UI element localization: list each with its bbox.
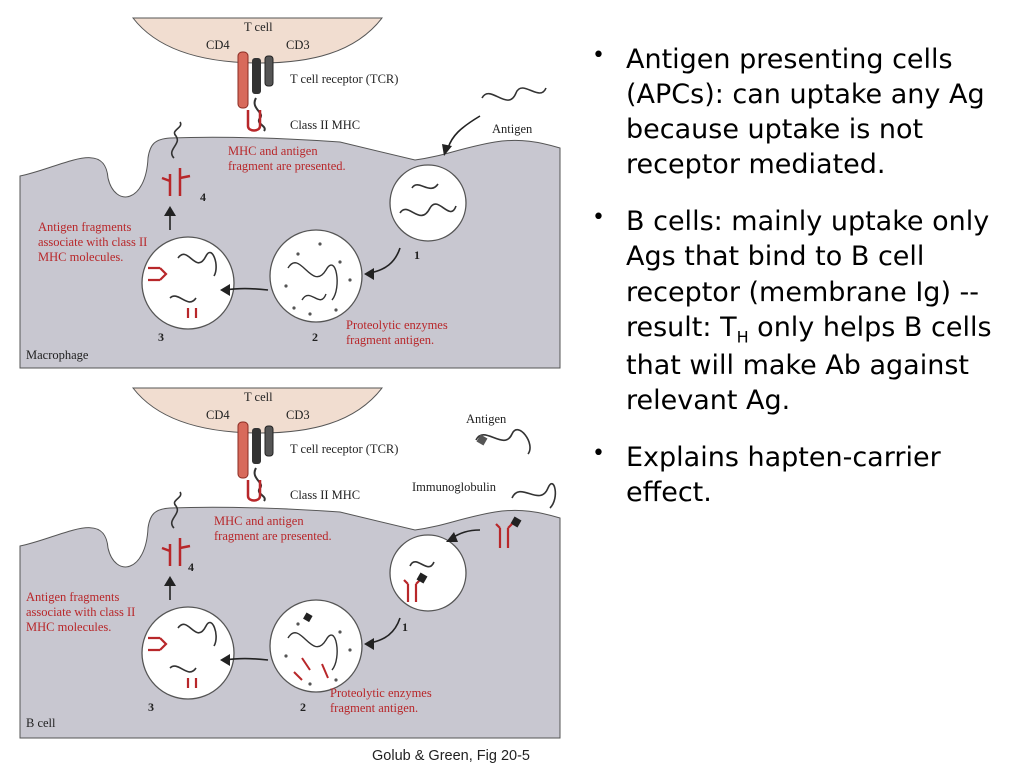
cd4-label: CD4: [206, 408, 230, 422]
cell-name-label: Macrophage: [26, 348, 89, 362]
mhc-presented-label: MHC and antigen fragment are presented.: [228, 144, 346, 173]
cd3-label: CD3: [286, 408, 310, 422]
bullet-apc-text: Antigen presenting cells (APCs): can upt…: [626, 44, 985, 181]
step-1-label: 1: [402, 620, 408, 634]
tcr-label: T cell receptor (TCR): [290, 72, 399, 86]
b-cell-diagram: [19, 387, 561, 739]
bullet-apc: Antigen presenting cells (APCs): can upt…: [590, 42, 1010, 182]
t-cell-label: T cell: [244, 390, 273, 404]
bullet-b-cells: B cells: mainly uptake only Ags that bin…: [590, 204, 1010, 418]
proteolytic-label: Proteolytic enzymes fragment antigen.: [330, 686, 432, 715]
fragments-associate-label: Antigen fragments associate with class I…: [26, 590, 136, 634]
step-3-label: 3: [148, 700, 154, 714]
step-1-label: 1: [414, 248, 420, 262]
bullet-list: Antigen presenting cells (APCs): can upt…: [590, 42, 1010, 532]
bullet-b-cells-post: only helps B cells that will make Ab aga…: [626, 311, 992, 416]
step-4-label: 4: [200, 190, 206, 204]
macrophage-panel: T cell CD4 CD3 T cell receptor (TCR) Cla…: [19, 17, 561, 369]
tcr-label: T cell receptor (TCR): [290, 442, 399, 456]
step-4-label: 4: [188, 560, 194, 574]
bullet-hapten: Explains hapten-carrier effect.: [590, 440, 1010, 510]
class-ii-mhc-label: Class II MHC: [290, 118, 361, 132]
cell-name-label: B cell: [26, 716, 56, 730]
bullet-b-cells-sub: H: [736, 327, 749, 347]
figure-caption: Golub & Green, Fig 20-5: [372, 748, 530, 764]
cd3-label: CD3: [286, 38, 310, 52]
fragments-associate-label: Antigen fragments associate with class I…: [38, 220, 148, 264]
t-cell-label: T cell: [244, 20, 273, 34]
macrophage-diagram: [19, 17, 561, 369]
bullet-hapten-text: Explains hapten-carrier effect.: [626, 442, 941, 509]
step-2-label: 2: [312, 330, 318, 344]
proteolytic-label: Proteolytic enzymes fragment antigen.: [346, 318, 448, 347]
cd4-label: CD4: [206, 38, 230, 52]
class-ii-mhc-label: Class II MHC: [290, 488, 361, 502]
mhc-presented-label: MHC and antigen fragment are presented.: [214, 514, 332, 543]
immunoglobulin-label: Immunoglobulin: [412, 480, 497, 494]
antigen-label: Antigen: [466, 412, 507, 426]
step-3-label: 3: [158, 330, 164, 344]
b-cell-panel: T cell CD4 CD3 T cell receptor (TCR) Cla…: [19, 387, 561, 739]
antigen-label: Antigen: [492, 122, 533, 136]
step-2-label: 2: [300, 700, 306, 714]
bullet-b-cells-pre: B cells: mainly uptake only Ags that bin…: [626, 206, 990, 343]
